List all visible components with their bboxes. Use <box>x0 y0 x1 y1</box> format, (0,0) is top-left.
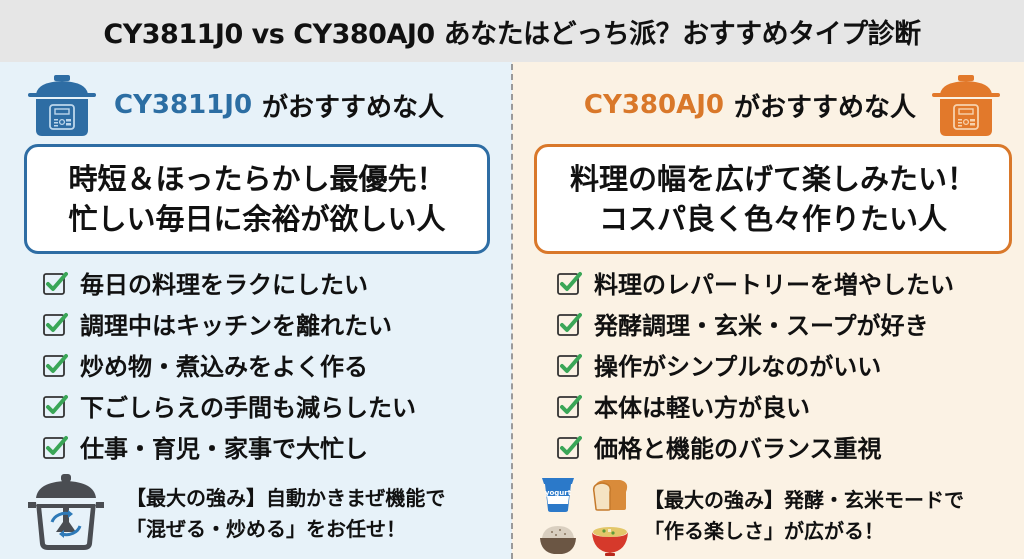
panel-cy3811j0: CY3811J0 がおすすめな人 時短＆ほったらかし最優先！ 忙しい毎日に余裕が… <box>0 62 512 559</box>
panel-header: CY3811J0 がおすすめな人 <box>24 72 444 138</box>
soup-bowl-icon <box>592 527 628 556</box>
checkbox-checked-icon <box>43 312 68 336</box>
checklist-text: 炒め物・煮込みをよく作る <box>80 353 368 381</box>
model-name: CY380AJ0 <box>583 90 724 120</box>
checklist-text: 調理中はキッチンを離れたい <box>80 312 392 340</box>
checklist-item: 下ごしらえの手間も減らしたい <box>42 385 416 426</box>
checklist-item: 調理中はキッチンを離れたい <box>42 303 416 344</box>
checkbox-checked-icon <box>557 394 582 418</box>
checklist-item: 操作がシンプルなのがいい <box>556 344 954 385</box>
checklist-text: 操作がシンプルなのがいい <box>594 353 882 381</box>
checklist-item: 毎日の料理をラクにしたい <box>42 262 416 303</box>
panel-header: CY380AJ0 がおすすめな人 <box>584 72 1004 138</box>
checkbox-checked-icon <box>43 353 68 377</box>
checkbox-checked-icon <box>557 353 582 377</box>
panel-cy380aj0: CY380AJ0 がおすすめな人 料理の幅を広げて楽しみたい！ コスパ良く色々作… <box>512 62 1024 559</box>
checklist: 毎日の料理をラクにしたい 調理中はキッチンを離れたい 炒め物・煮込みをよく作る … <box>42 262 416 467</box>
headline-line-1: 料理の幅を広げて楽しみたい！ <box>569 162 976 196</box>
checkbox-checked-icon <box>43 435 68 459</box>
yogurt-icon: yogurt <box>542 478 574 512</box>
header-suffix: がおすすめな人 <box>262 92 445 123</box>
checkbox-checked-icon <box>43 394 68 418</box>
checklist-item: 料理のレパートリーを増やしたい <box>556 262 954 303</box>
pressure-cooker-icon <box>28 75 96 136</box>
headline-box: 時短＆ほったらかし最優先！ 忙しい毎日に余裕が欲しい人 <box>24 144 490 254</box>
headline-box: 料理の幅を広げて楽しみたい！ コスパ良く色々作りたい人 <box>534 144 1012 254</box>
brown-rice-bowl-icon <box>540 526 576 554</box>
checklist-text: 毎日の料理をラクにしたい <box>80 271 368 299</box>
headline-line-1: 時短＆ほったらかし最優先！ <box>68 162 446 196</box>
strength-line-1: 【最大の強み】発酵・玄米モードで <box>644 488 964 512</box>
checkbox-checked-icon <box>557 312 582 336</box>
strength-line-1: 【最大の強み】自動かきまぜ機能で <box>126 486 446 510</box>
checklist-text: 発酵調理・玄米・スープが好き <box>594 312 929 340</box>
checklist-text: 下ごしらえの手間も減らしたい <box>80 394 416 422</box>
bread-icon <box>592 480 628 511</box>
stirring-pot-icon <box>28 474 104 550</box>
checklist-item: 価格と機能のバランス重視 <box>556 426 954 467</box>
strength-line-2: 「混ぜる・炒める」をお任せ！ <box>126 517 406 541</box>
title-bar: CY3811J0 vs CY380AJ0 あなたはどっち派？おすすめタイプ診断 <box>0 0 1024 62</box>
checklist-item: 炒め物・煮込みをよく作る <box>42 344 416 385</box>
panel-divider <box>511 64 513 559</box>
checklist-item: 仕事・育児・家事で大忙し <box>42 426 416 467</box>
checklist: 料理のレパートリーを増やしたい 発酵調理・玄米・スープが好き 操作がシンプルなの… <box>556 262 954 467</box>
checklist-text: 本体は軽い方が良い <box>594 394 810 422</box>
headline-line-2: 忙しい毎日に余裕が欲しい人 <box>68 202 446 236</box>
checkbox-checked-icon <box>557 435 582 459</box>
checkbox-checked-icon <box>43 271 68 295</box>
checklist-text: 料理のレパートリーを増やしたい <box>594 271 954 299</box>
checklist-item: 本体は軽い方が良い <box>556 385 954 426</box>
strength-callout: yogurt 【最大の強み】発酵・玄米モードで 「作る楽しさ」が広がる！ <box>538 474 964 558</box>
svg-text:yogurt: yogurt <box>545 489 572 497</box>
checklist-text: 価格と機能のバランス重視 <box>594 435 882 463</box>
food-icons: yogurt <box>538 474 630 558</box>
header-suffix: がおすすめな人 <box>733 92 916 123</box>
checkbox-checked-icon <box>557 271 582 295</box>
checklist-text: 仕事・育児・家事で大忙し <box>80 435 368 463</box>
strength-callout: 【最大の強み】自動かきまぜ機能で 「混ぜる・炒める」をお任せ！ <box>26 474 445 554</box>
page-title: CY3811J0 vs CY380AJ0 あなたはどっち派？おすすめタイプ診断 <box>103 18 921 50</box>
model-name: CY3811J0 <box>114 90 253 120</box>
checklist-item: 発酵調理・玄米・スープが好き <box>556 303 954 344</box>
headline-line-2: コスパ良く色々作りたい人 <box>598 202 947 236</box>
pressure-cooker-icon <box>932 75 1000 136</box>
strength-line-2: 「作る楽しさ」が広がる！ <box>644 519 884 543</box>
